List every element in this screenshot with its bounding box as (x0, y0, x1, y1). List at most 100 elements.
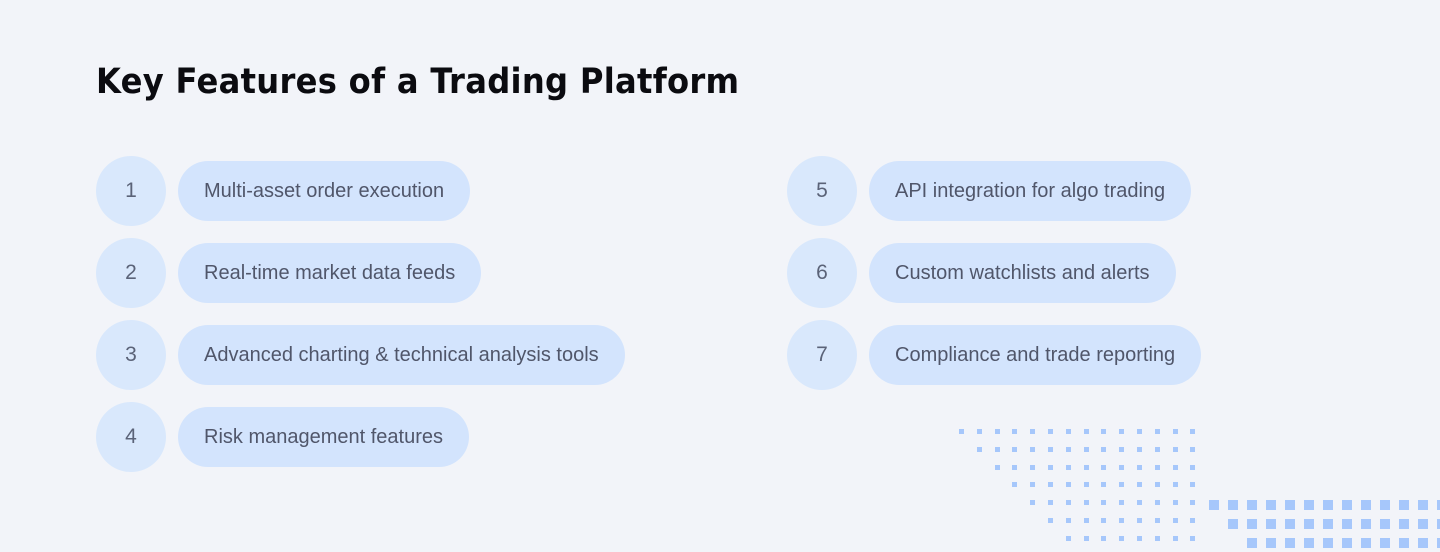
dot (1266, 538, 1276, 548)
dot (1228, 500, 1238, 510)
dot (1030, 482, 1036, 488)
feature-number-badge: 1 (96, 156, 166, 226)
dot (1172, 500, 1178, 506)
dot (1399, 538, 1409, 548)
dot (1154, 429, 1160, 434)
dot (1083, 464, 1089, 470)
dot (1101, 535, 1107, 541)
dot (1209, 500, 1219, 510)
dot (1190, 500, 1196, 506)
feature-label-pill: Real-time market data feeds (178, 243, 482, 303)
dot (1101, 518, 1107, 523)
dot (1030, 446, 1036, 452)
dot (1172, 482, 1178, 488)
dot (1247, 500, 1257, 510)
dot (1266, 519, 1276, 529)
dot (1228, 519, 1238, 529)
dot (1304, 519, 1314, 529)
dot (1190, 429, 1196, 434)
dot-grid-row (1048, 518, 1208, 523)
dot (1380, 519, 1390, 529)
feature-item-7[interactable]: 7 Compliance and trade reporting (787, 320, 1202, 390)
dot (1285, 538, 1295, 548)
dot (1012, 482, 1018, 488)
dot (1030, 500, 1036, 506)
dot (1047, 464, 1053, 470)
dot (1048, 518, 1053, 523)
dot (1399, 519, 1409, 529)
feature-label-pill: API integration for algo trading (869, 161, 1192, 221)
dot (1154, 446, 1160, 452)
dot (1285, 500, 1295, 510)
dot (1083, 446, 1089, 452)
dot (1342, 519, 1352, 529)
dot (1136, 464, 1142, 470)
feature-item-3[interactable]: 3 Advanced charting & technical analysis… (96, 320, 625, 390)
dot (1119, 535, 1125, 541)
dot (1101, 464, 1107, 470)
feature-label-pill: Multi-asset order execution (178, 161, 471, 221)
dot (1361, 538, 1371, 548)
feature-label-pill: Custom watchlists and alerts (869, 243, 1176, 303)
dot (1083, 482, 1089, 488)
feature-item-6[interactable]: 6 Custom watchlists and alerts (787, 238, 1201, 308)
dot (1012, 429, 1018, 434)
dot (1136, 429, 1142, 434)
dot (1119, 429, 1125, 434)
feature-number-badge: 5 (787, 156, 857, 226)
dot (1418, 500, 1428, 510)
dot-grid-row (1030, 500, 1208, 506)
dot (1190, 518, 1196, 523)
dot (1154, 518, 1160, 523)
feature-item-5[interactable]: 5 API integration for algo trading (787, 156, 1201, 226)
dot (1266, 500, 1276, 510)
dot (1154, 500, 1160, 506)
dot (1065, 429, 1071, 434)
dot (1119, 500, 1125, 506)
dot (1154, 482, 1160, 488)
dot (1304, 538, 1314, 548)
dot (1361, 519, 1371, 529)
dot (1083, 535, 1089, 541)
feature-item-2[interactable]: 2 Real-time market data feeds (96, 238, 625, 308)
dot (1418, 538, 1428, 548)
dot (1136, 482, 1142, 488)
dot-grid-row (994, 464, 1209, 470)
feature-number-badge: 3 (96, 320, 166, 390)
dot (1101, 482, 1107, 488)
dot-grid-row (1209, 500, 1440, 510)
dot (1323, 538, 1333, 548)
dot (1030, 464, 1036, 470)
dot (1285, 519, 1295, 529)
dot (1136, 535, 1142, 541)
dot (1083, 429, 1089, 434)
feature-number-badge: 6 (787, 238, 857, 308)
dot (1361, 500, 1371, 510)
dot (994, 446, 1000, 452)
dot (976, 446, 982, 452)
dot (1136, 518, 1142, 523)
feature-item-1[interactable]: 1 Multi-asset order execution (96, 156, 625, 226)
dot (1172, 464, 1178, 470)
dot (1101, 500, 1107, 506)
dot (1304, 500, 1314, 510)
dot (1380, 538, 1390, 548)
dot (1047, 429, 1053, 434)
dot (1154, 535, 1160, 541)
dot (1030, 429, 1036, 434)
dot-grid-row (1065, 535, 1208, 541)
dot (1380, 500, 1390, 510)
feature-item-4[interactable]: 4 Risk management features (96, 402, 625, 472)
page-title: Key Features of a Trading Platform (96, 62, 740, 102)
dot (1190, 482, 1196, 488)
feature-label-pill: Risk management features (178, 407, 470, 467)
dot-grid-row (976, 446, 1208, 452)
dot (1119, 518, 1125, 523)
dot (1119, 446, 1125, 452)
dot (1172, 518, 1178, 523)
feature-number-badge: 7 (787, 320, 857, 390)
feature-label-pill: Compliance and trade reporting (869, 325, 1202, 385)
dot (1342, 500, 1352, 510)
dot (1012, 446, 1018, 452)
dot (1047, 482, 1053, 488)
